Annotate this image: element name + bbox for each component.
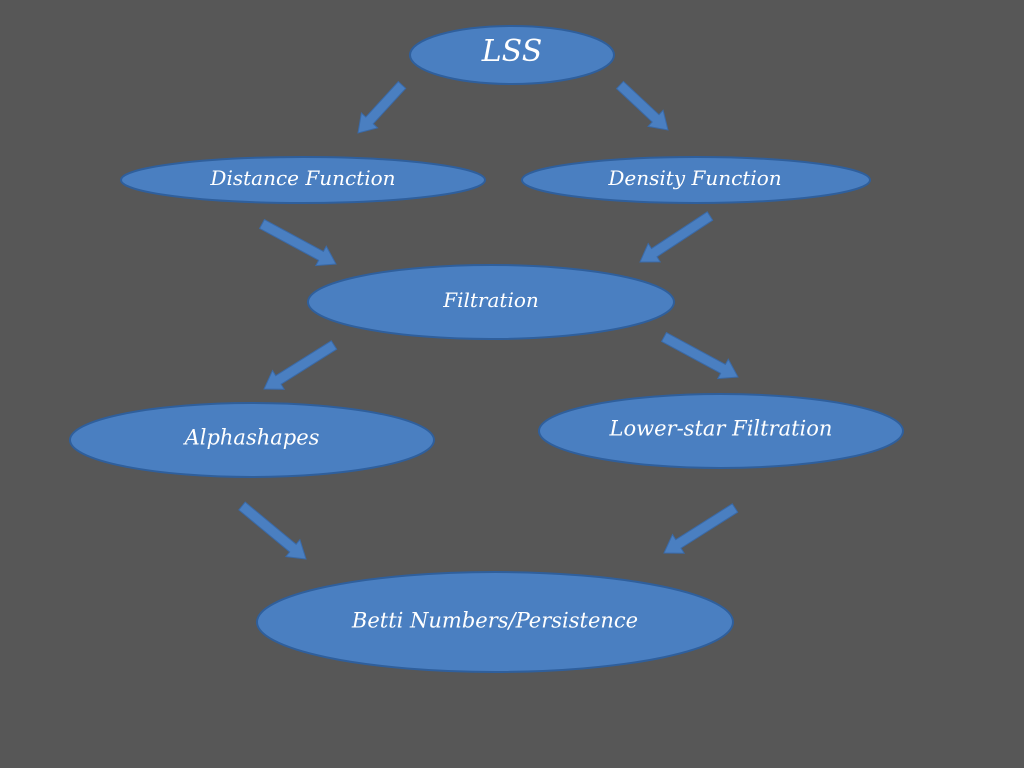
arrow-filtration-to-lower-star-filtration (660, 331, 739, 380)
node-density-function (521, 156, 871, 204)
node-label-lss: LSS (481, 34, 543, 69)
arrow-filtration-to-alphashapes (263, 340, 338, 390)
arrow-density-function-to-filtration (639, 211, 714, 263)
arrows-layer (238, 80, 739, 560)
arrow-alphashapes-to-betti-numbers (238, 501, 307, 560)
node-distance-function (120, 156, 486, 204)
node-betti-numbers (256, 571, 734, 673)
node-label-betti-numbers: Betti Numbers/Persistence (351, 608, 639, 633)
node-label-filtration: Filtration (443, 288, 539, 312)
node-label-alphashapes: Alphashapes (184, 425, 320, 450)
node-lower-star-filtration (538, 393, 904, 469)
arrow-lss-to-distance-function (357, 80, 407, 134)
nodes-layer (69, 25, 904, 673)
arrow-lss-to-density-function (615, 80, 669, 131)
node-alphashapes (69, 402, 435, 478)
node-label-distance-function: Distance Function (210, 166, 396, 190)
node-label-density-function: Density Function (608, 166, 782, 190)
node-filtration (307, 264, 675, 340)
arrow-distance-function-to-filtration (258, 218, 337, 267)
node-label-lower-star-filtration: Lower-star Filtration (609, 416, 833, 441)
arrow-lower-star-filtration-to-betti-numbers (663, 503, 739, 554)
node-lss (409, 25, 615, 85)
